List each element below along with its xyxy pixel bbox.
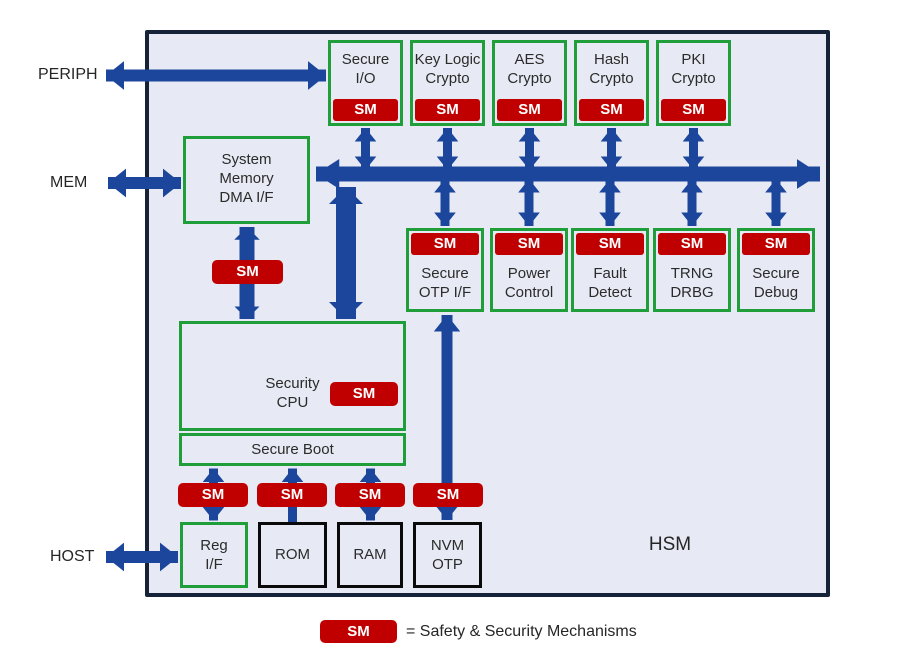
sm-badge: SM [413, 483, 483, 507]
secure-boot-label: Secure Boot [251, 441, 334, 458]
sm-badge: SM [335, 483, 405, 507]
rom-label: ROM [275, 546, 310, 563]
sm-badge: SM [212, 260, 283, 284]
host-label: HOST [50, 548, 95, 565]
sm-badge: SM [497, 99, 562, 121]
sm-badge: SM [579, 99, 644, 121]
sm-badge: SM [661, 99, 726, 121]
legend-text: = Safety & Security Mechanisms [406, 623, 637, 640]
ram-box: RAM [337, 522, 403, 588]
sm-badge: SM [415, 99, 480, 121]
sm-badge: SM [330, 382, 398, 406]
ram-label: RAM [353, 546, 387, 563]
secure-boot-box: Secure Boot [179, 433, 406, 466]
periph-label: PERIPH [38, 66, 98, 83]
system-memory-dma-label: System Memory DMA I/F [219, 151, 274, 206]
hsm-label: HSM [648, 534, 692, 555]
rom-box: ROM [258, 522, 327, 588]
sm-badge: SM [495, 233, 563, 255]
legend-sm-badge: SM [320, 620, 397, 643]
mem-label: MEM [50, 174, 88, 191]
sm-badge: SM [178, 483, 248, 507]
system-memory-dma-box: System Memory DMA I/F [183, 136, 310, 224]
sm-badge: SM [576, 233, 644, 255]
sm-badge: SM [742, 233, 810, 255]
sm-badge: SM [411, 233, 479, 255]
sm-badge: SM [257, 483, 327, 507]
sm-badge: SM [658, 233, 726, 255]
sm-badge: SM [333, 99, 398, 121]
